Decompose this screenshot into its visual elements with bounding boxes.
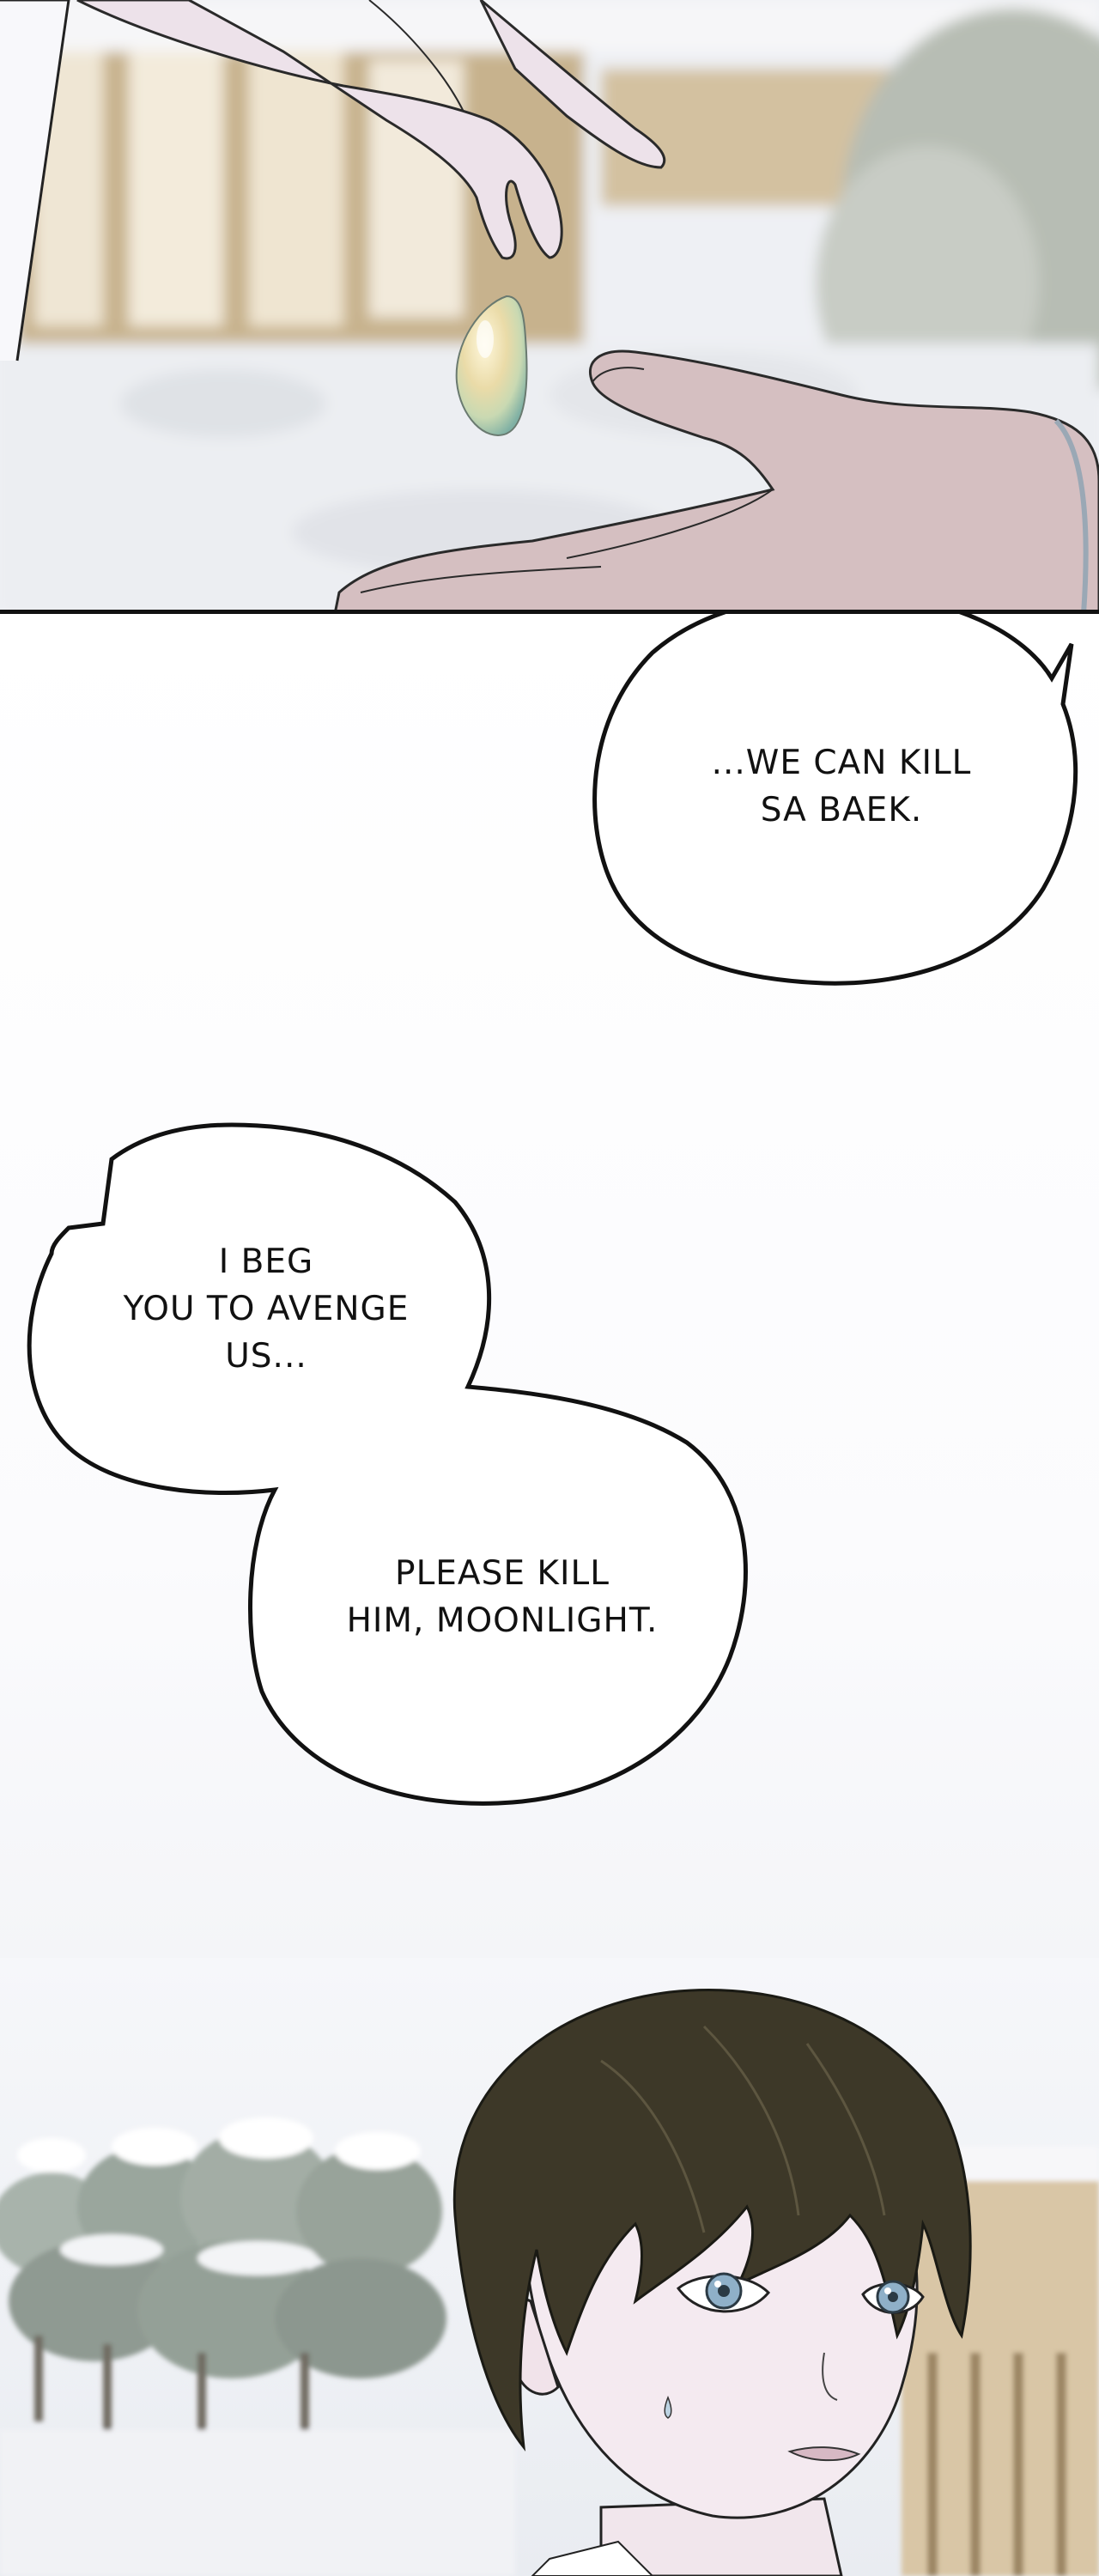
bubble-1-line-1: ...WE CAN KILL: [711, 744, 972, 782]
lower-hand: [333, 349, 1099, 614]
dialogue-gutter: ...WE CAN KILL SA BAEK. I BEG YOU TO AVE…: [0, 614, 1099, 1958]
top-panel-illustration: [0, 0, 1099, 614]
hair: [452, 1989, 972, 2451]
mouth: [787, 2446, 861, 2462]
bubble-2-line-3: US...: [225, 1337, 307, 1376]
speech-bubble-1: ...WE CAN KILL SA BAEK.: [670, 739, 1013, 834]
bottom-panel: [0, 1958, 1099, 2576]
eyes: [676, 2272, 925, 2314]
nose: [822, 2352, 838, 2401]
bubble-2-line-1: I BEG: [218, 1242, 314, 1281]
top-panel: [0, 0, 1099, 614]
speech-bubble-2: I BEG YOU TO AVENGE US...: [86, 1238, 446, 1380]
speech-bubble-2-3-shape: [27, 1122, 748, 1806]
speech-bubble-1-shape: [592, 614, 1078, 986]
upper-hand: [76, 0, 666, 260]
bottom-panel-illustration: [0, 1989, 1099, 2576]
character-man: [452, 1989, 972, 2576]
sweat-drop: [664, 2395, 672, 2419]
bubble-1-line-2: SA BAEK.: [760, 791, 923, 829]
opal-gem: [455, 295, 528, 436]
sleeve-edge: [0, 0, 69, 361]
speech-bubble-3: PLEASE KILL HIM, MOONLIGHT.: [292, 1550, 713, 1644]
bubble-3-line-2: HIM, MOONLIGHT.: [346, 1601, 659, 1640]
panel-border: [0, 610, 1099, 614]
bubble-3-line-1: PLEASE KILL: [395, 1554, 610, 1593]
speech-bubble-shapes: [27, 614, 1078, 1806]
bubble-2-line-2: YOU TO AVENGE: [123, 1290, 410, 1328]
